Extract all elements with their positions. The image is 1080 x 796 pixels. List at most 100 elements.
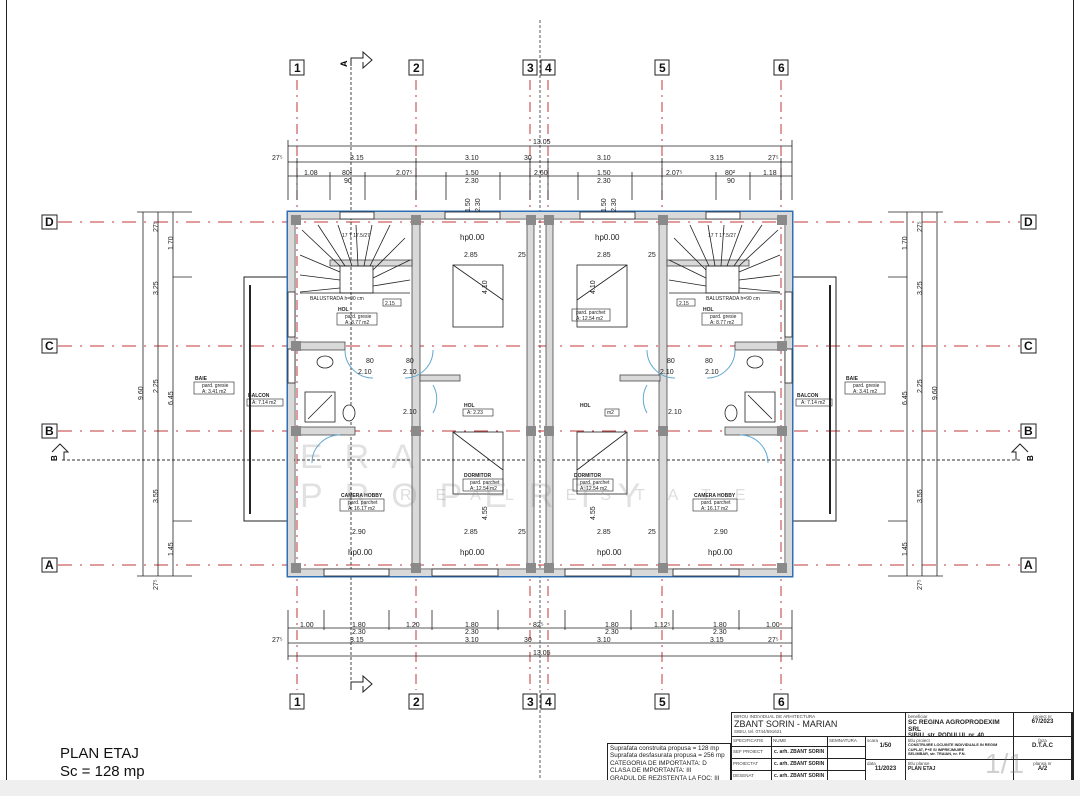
plan-title-name: PLAN ETAJ — [60, 745, 139, 762]
svg-text:2.30: 2.30 — [611, 198, 618, 212]
svg-text:DORMITOR: DORMITOR — [574, 473, 602, 479]
svg-text:80: 80 — [366, 358, 374, 365]
watermark-sub: REAL ESTATE — [400, 487, 770, 504]
section-label-b-right: B — [1026, 455, 1035, 461]
grid-axes-horizontal — [58, 221, 1020, 566]
grid-axes-vertical — [296, 80, 782, 690]
watermark-main: ERA PROPERTY — [300, 438, 663, 515]
svg-text:27⁵: 27⁵ — [768, 155, 779, 162]
svg-text:2.85: 2.85 — [597, 252, 611, 259]
svg-text:3.15: 3.15 — [350, 155, 364, 162]
svg-text:CAMERA HOBBY: CAMERA HOBBY — [341, 493, 383, 499]
svg-text:A: 3.41 m2: A: 3.41 m2 — [202, 389, 226, 395]
svg-text:3.15: 3.15 — [350, 637, 364, 644]
closets — [452, 264, 628, 495]
svg-text:m2: m2 — [607, 410, 614, 416]
svg-text:80: 80 — [406, 358, 414, 365]
svg-text:pard. parchet: pard. parchet — [348, 500, 378, 506]
svg-text:pard. parchet: pard. parchet — [580, 480, 610, 486]
svg-text:25: 25 — [648, 529, 656, 536]
svg-text:2.10: 2.10 — [668, 409, 682, 416]
project-title-cell: titlu proiect CONSTRUIRE LOCUINTE INDIVI… — [906, 737, 1014, 760]
staircase-left — [299, 224, 411, 294]
plan-title-area: Sc = 128 mp — [60, 763, 145, 780]
svg-text:HOL: HOL — [580, 403, 591, 409]
floor-plan-drawing: A 13.05 27⁵ 3.15 3.10 30 3.10 3.15 27 — [41, 20, 1037, 780]
svg-text:1.80: 1.80 — [352, 622, 366, 629]
svg-text:90: 90 — [344, 178, 352, 185]
svg-text:25: 25 — [518, 252, 526, 259]
title-block: BIROU INDIVIDUAL DE ARHITECTURA ZBANT SO… — [731, 712, 1073, 783]
svg-text:1.00: 1.00 — [766, 622, 780, 629]
scale-cell: scara 1/50 — [866, 737, 906, 760]
grid-label-6-bottom: 6 — [778, 695, 785, 709]
svg-text:1.50: 1.50 — [465, 198, 472, 212]
section-marker-b-left — [51, 443, 70, 460]
columns — [291, 215, 787, 573]
svg-text:1.50: 1.50 — [465, 170, 479, 177]
svg-text:2.25: 2.25 — [917, 379, 924, 393]
svg-text:A: 12.54 m2: A: 12.54 m2 — [580, 486, 607, 492]
svg-text:1.70: 1.70 — [902, 236, 909, 250]
svg-text:A: 7.14 m2: A: 7.14 m2 — [801, 400, 825, 406]
svg-text:90: 90 — [727, 178, 735, 185]
exterior-walls — [286, 210, 794, 578]
svg-text:3.10: 3.10 — [597, 155, 611, 162]
svg-text:BAIE: BAIE — [846, 376, 859, 382]
svg-text:27⁵: 27⁵ — [272, 155, 283, 162]
beneficiary-cell: beneficiar SC REGINA AGROPRODEXIM SRL SI… — [906, 713, 1014, 737]
grid-bubbles — [41, 59, 1037, 710]
svg-text:2.90: 2.90 — [714, 529, 728, 536]
svg-text:1.80: 1.80 — [465, 622, 479, 629]
svg-text:CAMERA HOBBY: CAMERA HOBBY — [694, 493, 736, 499]
grid-label-1-top: 1 — [294, 61, 301, 75]
svg-text:4.10: 4.10 — [590, 280, 597, 294]
dimension-lines-bottom — [287, 610, 793, 660]
sheet-border-right — [1073, 0, 1074, 780]
svg-text:2.90: 2.90 — [352, 529, 366, 536]
section-marker-a-top — [350, 50, 373, 70]
svg-text:2.60: 2.60 — [534, 170, 548, 177]
svg-text:80²: 80² — [342, 170, 353, 177]
svg-text:9.60: 9.60 — [932, 386, 939, 400]
section-label-b-left: B — [50, 455, 59, 461]
svg-text:2.07⁵: 2.07⁵ — [666, 170, 683, 177]
svg-text:2.30: 2.30 — [713, 629, 727, 636]
svg-text:HOL: HOL — [703, 307, 714, 313]
svg-text:1.20: 1.20 — [406, 622, 420, 629]
svg-text:2.15: 2.15 — [385, 301, 395, 307]
grid-label-d-right: D — [1024, 215, 1033, 229]
svg-text:9.60: 9.60 — [138, 386, 145, 400]
svg-text:2.85: 2.85 — [464, 252, 478, 259]
grid-label-a-right: A — [1024, 558, 1033, 572]
svg-text:1.80: 1.80 — [605, 622, 619, 629]
svg-text:2.10: 2.10 — [660, 369, 674, 376]
page-counter: 1/1 — [985, 748, 1024, 779]
balconies — [243, 276, 837, 522]
phase-cell: faza D.T.A.C — [1014, 737, 1072, 760]
svg-text:25: 25 — [518, 529, 526, 536]
grid-label-3-top: 3 — [527, 61, 534, 75]
svg-text:pard. gresie: pard. gresie — [853, 383, 880, 389]
grid-label-2-bottom: 2 — [413, 695, 420, 709]
svg-text:3.10: 3.10 — [465, 637, 479, 644]
svg-text:pard. parchet: pard. parchet — [470, 480, 500, 486]
svg-text:2.30: 2.30 — [605, 629, 619, 636]
svg-text:2.85: 2.85 — [464, 529, 478, 536]
svg-text:hp0.00: hp0.00 — [708, 548, 733, 557]
grid-label-5-top: 5 — [659, 61, 666, 75]
svg-text:2.30: 2.30 — [465, 178, 479, 185]
svg-text:DORMITOR: DORMITOR — [464, 473, 492, 479]
svg-text:1.50: 1.50 — [601, 198, 608, 212]
svg-text:4.55: 4.55 — [482, 506, 489, 520]
svg-text:1.45: 1.45 — [168, 542, 175, 556]
svg-text:2.30: 2.30 — [475, 198, 482, 212]
section-label-a: A — [339, 60, 349, 67]
section-marker-b-right — [1010, 443, 1029, 460]
svg-text:2.15: 2.15 — [679, 301, 689, 307]
grid-label-4-bottom: 4 — [545, 695, 552, 709]
svg-text:27⁵: 27⁵ — [768, 637, 779, 644]
svg-text:4.10: 4.10 — [482, 280, 489, 294]
balustrada-label-right: BALUSTRADA h=90 cm — [706, 296, 760, 302]
sheet-border-left — [6, 0, 7, 780]
